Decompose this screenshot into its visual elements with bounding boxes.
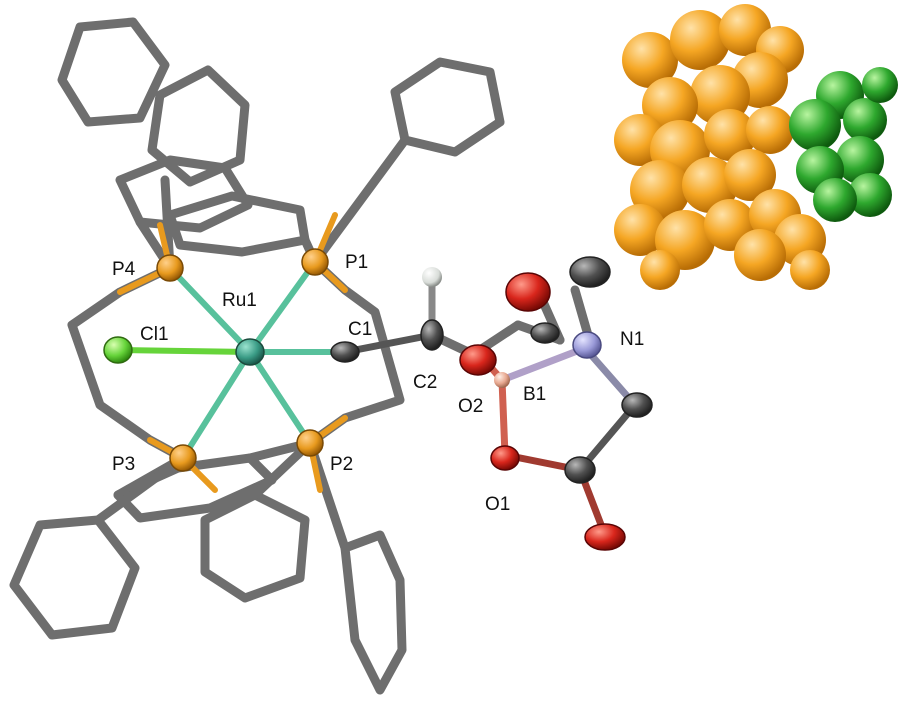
p-c-bond <box>93 453 188 525</box>
label-o2: O2 <box>458 396 483 417</box>
label-n1: N1 <box>620 329 644 350</box>
ru-p2-bond <box>247 349 313 446</box>
label-c1: C1 <box>348 319 372 340</box>
carbon-framework <box>9 17 595 695</box>
label-p1: P1 <box>345 252 368 273</box>
ru-cl-bond <box>115 347 253 355</box>
phenyl-ring <box>9 515 140 640</box>
atom-c1 <box>330 341 360 363</box>
atom-b1 <box>494 372 510 388</box>
c1-c2-bond <box>341 331 436 356</box>
label-ru1: Ru1 <box>222 290 257 311</box>
ru-p3-bond <box>180 349 253 461</box>
atom-labels: P4 Ru1 P1 Cl1 C1 C2 O2 B1 N1 P3 P2 O1 <box>112 252 644 515</box>
atom-p3 <box>169 444 197 472</box>
atom-p4 <box>156 254 184 282</box>
atom-o-carbonyl-bottom <box>584 523 626 551</box>
label-cl1: Cl1 <box>140 324 169 345</box>
atoms <box>103 248 653 551</box>
atom-h <box>422 267 442 287</box>
ru-p4-bond <box>167 265 253 355</box>
label-c2: C2 <box>413 372 437 393</box>
label-b1: B1 <box>523 384 546 405</box>
atom-c-carbonyl <box>564 456 596 484</box>
b1-n1-bond <box>498 344 589 384</box>
b1-o1-bond <box>498 376 509 459</box>
spacefill-ion-pair <box>614 4 898 290</box>
ru-p1-bond <box>247 259 318 355</box>
ring-bond <box>475 320 523 355</box>
atom-o-carbonyl-top <box>505 272 551 312</box>
label-o1: O1 <box>485 494 510 515</box>
atom-c2 <box>420 319 444 351</box>
label-p2: P2 <box>330 454 353 475</box>
metal-bonds <box>115 259 348 461</box>
phenyl-ring <box>147 65 250 187</box>
phenyl-ring <box>340 530 407 695</box>
p-c-bond <box>310 135 410 267</box>
atom-c-methyl <box>569 256 611 288</box>
spacefill-cation <box>614 4 830 290</box>
backbone-chain <box>67 263 188 463</box>
atom-o1 <box>490 445 520 471</box>
atom-p2 <box>296 429 324 457</box>
label-p3: P3 <box>112 454 135 475</box>
phenyl-ring <box>57 17 170 127</box>
phenyl-ring <box>200 490 310 603</box>
atom-cl1 <box>103 336 133 364</box>
label-p4: P4 <box>112 259 136 280</box>
spacefill-anion <box>789 67 898 222</box>
atom-p1 <box>301 248 329 276</box>
atom-ru1 <box>235 338 265 366</box>
atom-o2 <box>459 344 497 376</box>
atom-c-ring-top <box>530 322 560 344</box>
atom-n1 <box>572 331 602 359</box>
phenyl-ring <box>390 57 505 157</box>
atom-c-ring-right <box>621 392 653 418</box>
